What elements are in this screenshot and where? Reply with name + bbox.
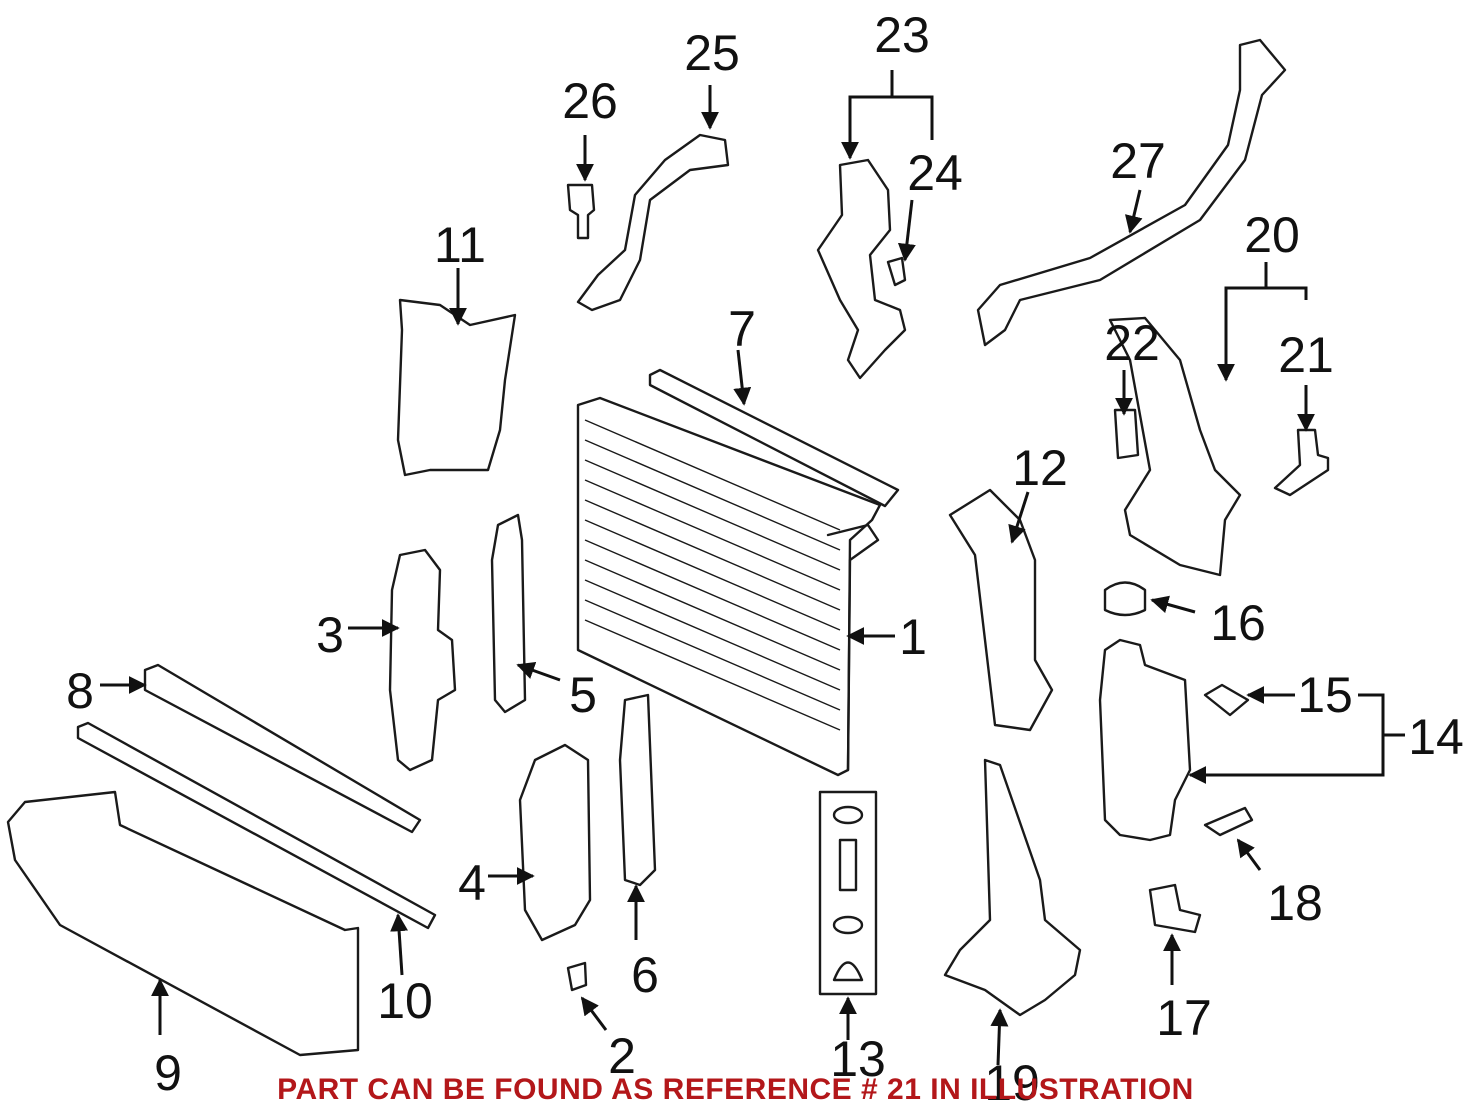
callout-12: 12 xyxy=(1012,440,1068,496)
part-air-duct-lower-right xyxy=(943,758,1082,1017)
reference-footnote: PART CAN BE FOUND AS REFERENCE # 21 IN I… xyxy=(277,1073,1194,1106)
callout-2: 2 xyxy=(608,1028,636,1084)
part-lower-duct xyxy=(518,743,592,942)
callout-16: 16 xyxy=(1210,595,1266,651)
callout-7: 7 xyxy=(728,301,756,357)
callout-23: 23 xyxy=(874,7,930,63)
part-bracket-strip xyxy=(490,513,527,714)
part-seal-strip xyxy=(648,368,900,508)
callout-8: 8 xyxy=(66,663,94,719)
part-lower-seal xyxy=(76,721,437,930)
part-buffer xyxy=(1113,408,1140,460)
callout-25: 25 xyxy=(684,25,740,81)
callout-24: 24 xyxy=(907,145,963,201)
callout-labels: 1 2 3 4 5 6 7 8 9 10 11 12 13 14 15 16 1… xyxy=(66,7,1464,1111)
part-coolant-hose xyxy=(816,158,907,380)
part-clip xyxy=(1203,683,1250,717)
callout-15: 15 xyxy=(1297,667,1353,723)
leader-lines xyxy=(100,70,1405,1066)
callout-3: 3 xyxy=(316,607,344,663)
callout-22: 22 xyxy=(1104,315,1160,371)
part-bleed-screw xyxy=(886,256,907,287)
part-radiator xyxy=(576,396,882,777)
callout-26: 26 xyxy=(562,73,618,129)
callout-10: 10 xyxy=(377,973,433,1029)
callout-9: 9 xyxy=(154,1045,182,1101)
part-sensor xyxy=(1148,883,1202,934)
part-cap xyxy=(1103,581,1147,617)
part-bracket-left xyxy=(388,548,457,772)
callout-27: 27 xyxy=(1110,133,1166,189)
part-connector xyxy=(1273,428,1330,497)
callout-6: 6 xyxy=(631,947,659,1003)
part-lower-air-guide xyxy=(6,790,360,1057)
callout-21: 21 xyxy=(1278,327,1334,383)
part-air-duct-upper xyxy=(396,298,517,477)
part-expansion-bracket xyxy=(1108,316,1242,577)
part-upper-crossbar xyxy=(143,663,422,834)
callout-11: 11 xyxy=(434,217,486,273)
part-filler-hose xyxy=(976,38,1287,347)
part-air-duct-right xyxy=(948,488,1054,732)
callout-1: 1 xyxy=(899,609,927,665)
part-plug xyxy=(566,961,588,992)
callout-14: 14 xyxy=(1408,709,1464,765)
callout-4: 4 xyxy=(458,855,486,911)
callout-5: 5 xyxy=(569,667,597,723)
part-temp-switch xyxy=(566,183,596,240)
part-bracket-clip xyxy=(1203,806,1254,837)
part-expansion-tank xyxy=(1098,638,1192,842)
part-upper-hose xyxy=(576,133,730,312)
part-side-member xyxy=(618,693,657,887)
callout-13: 13 xyxy=(830,1031,886,1087)
callout-20: 20 xyxy=(1244,207,1300,263)
callout-18: 18 xyxy=(1267,875,1323,931)
part-drain-plug-kit xyxy=(818,790,878,996)
callout-17: 17 xyxy=(1156,990,1212,1046)
callout-19: 19 xyxy=(984,1055,1040,1111)
